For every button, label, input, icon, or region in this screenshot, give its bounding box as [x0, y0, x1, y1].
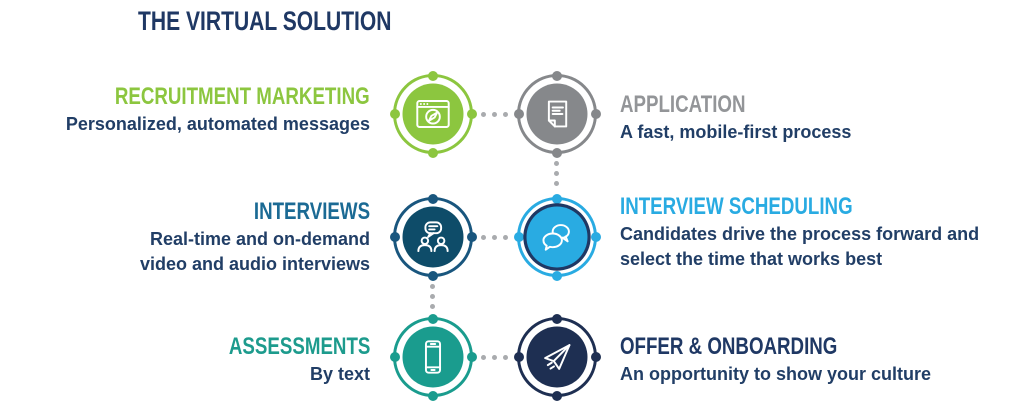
step-text-application: APPLICATION A fast, mobile-first process	[620, 92, 851, 145]
node-dot	[428, 390, 438, 401]
node-dot	[552, 313, 562, 324]
node-dot	[466, 109, 477, 119]
step-description-interview-scheduling: Candidates drive the process forward and…	[620, 224, 980, 269]
document-icon	[526, 83, 588, 145]
smartphone-icon	[402, 326, 464, 388]
connector-dots-col-left	[430, 284, 435, 309]
node-dot	[428, 270, 438, 281]
step-heading-offer-onboarding: OFFER & ONBOARDING	[620, 333, 838, 360]
step-node-assessments	[385, 309, 481, 405]
node-dot	[428, 313, 438, 324]
node-dot	[552, 390, 562, 401]
step-heading-application: APPLICATION	[620, 91, 746, 118]
people-conversation-icon	[402, 206, 464, 268]
step-heading-assessments: ASSESSMENTS	[228, 333, 370, 360]
node-dot	[389, 109, 400, 119]
node-dot	[590, 109, 601, 119]
node-dot	[513, 352, 524, 362]
step-node-interviews	[385, 189, 481, 285]
node-dot	[590, 232, 601, 242]
node-dot	[552, 70, 562, 81]
step-node-interview-scheduling	[509, 189, 605, 285]
connector-dots-row3	[481, 355, 508, 360]
step-description-offer-onboarding: An opportunity to show your culture	[620, 364, 931, 384]
node-dot	[428, 70, 438, 81]
connector-dots-row2	[481, 235, 508, 240]
step-text-offer-onboarding: OFFER & ONBOARDING An opportunity to sho…	[620, 334, 931, 387]
node-dot	[389, 232, 400, 242]
step-heading-recruitment-marketing: RECRUITMENT MARKETING	[115, 83, 370, 110]
step-description-recruitment-marketing: Personalized, automated messages	[65, 114, 370, 134]
step-text-recruitment-marketing: RECRUITMENT MARKETING Personalized, auto…	[43, 84, 370, 137]
node-dot	[428, 147, 438, 158]
step-description-assessments: By text	[309, 364, 370, 384]
step-text-interviews: INTERVIEWS Real-time and on-demand video…	[140, 199, 370, 277]
connector-dots-col-right	[554, 161, 559, 186]
node-dot	[389, 352, 400, 362]
step-node-recruitment-marketing	[385, 66, 481, 162]
node-dot	[552, 147, 562, 158]
node-dot	[428, 193, 438, 204]
node-dot	[466, 352, 477, 362]
step-node-application	[509, 66, 605, 162]
browser-compass-icon	[402, 83, 464, 145]
node-dot	[513, 109, 524, 119]
step-text-assessments: ASSESSMENTS By text	[189, 334, 370, 387]
node-dot	[590, 352, 601, 362]
node-dot	[466, 232, 477, 242]
step-description-interviews: Real-time and on-demand video and audio …	[139, 229, 370, 274]
connector-dots-row1	[481, 112, 508, 117]
step-node-offer-onboarding	[509, 309, 605, 405]
node-dot	[552, 193, 562, 204]
page-title: THE VIRTUAL SOLUTION	[138, 6, 392, 36]
node-dot	[513, 232, 524, 242]
step-description-application: A fast, mobile-first process	[620, 122, 852, 142]
chat-bubbles-icon	[526, 206, 588, 268]
step-heading-interviews: INTERVIEWS	[253, 198, 370, 225]
paper-plane-icon	[526, 326, 588, 388]
step-text-interview-scheduling: INTERVIEW SCHEDULING Candidates drive th…	[620, 194, 979, 272]
step-heading-interview-scheduling: INTERVIEW SCHEDULING	[620, 193, 853, 220]
node-dot	[552, 270, 562, 281]
